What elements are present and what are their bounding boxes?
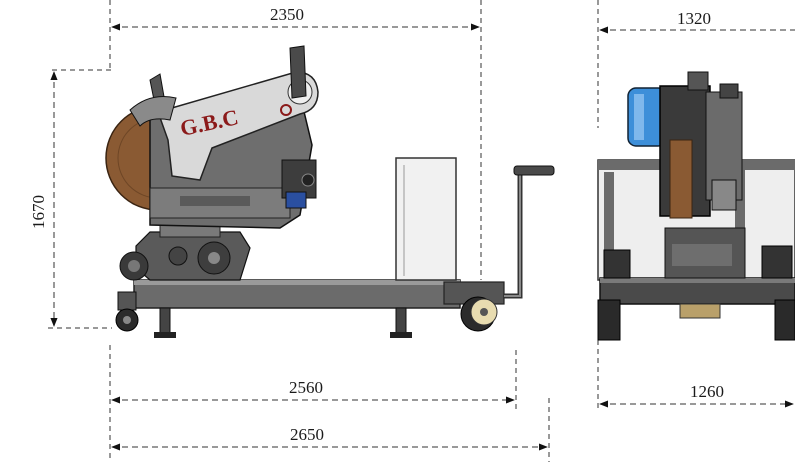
front-caster-right [774,299,795,341]
front-base-highlight [600,278,795,283]
blade-guard [129,96,177,127]
front-top-knob [719,83,739,99]
tow-handle-bar [504,170,523,299]
leveling-foot-pad-right [390,332,412,338]
body-slot [180,196,250,206]
tow-handle-grip [513,165,555,176]
dimension-label-1670: 1670 [29,195,48,229]
rear-wheel-hub [480,308,488,316]
front-view-machine [597,71,795,341]
blue-motor-highlight [634,94,644,140]
leveling-foot-left [159,307,171,335]
front-frame-right-post [735,160,745,280]
lower-gear-assembly [135,231,251,281]
dimension-label-1260: 1260 [690,382,724,401]
dimension-label-2560: 2560 [289,378,323,397]
base-frame-highlight [134,280,460,285]
dimension-label-2350: 2350 [270,5,304,24]
logo-circle-mark [280,104,292,116]
gear-hub-left [128,260,140,272]
leveling-foot-pad-left [154,332,176,338]
caster-hub-left [123,316,131,324]
side-view-machine: G.B.C [105,45,555,338]
dimension-label-1320: 1320 [677,9,711,28]
control-knob [301,173,315,187]
front-top-lever [687,71,709,91]
caster-bracket-left [117,291,137,311]
front-base-center-mount [679,303,721,319]
leveling-foot-right [395,307,407,335]
front-blade-edge [669,139,693,219]
front-gear-left [603,249,631,279]
front-caster-left [597,299,621,341]
gear-wheel-small [168,246,188,266]
front-gearbox-plate [672,244,732,266]
dimension-label-2650: 2650 [290,425,324,444]
control-box-blue-panel [285,191,307,209]
rear-lever [289,45,307,99]
control-cabinet [395,157,457,281]
tow-handle-bar-highlight [504,170,521,297]
front-gear-right [761,245,793,279]
upper-arm-cover [157,71,319,181]
gear-hub-center [208,252,220,264]
front-clamp [711,179,737,211]
front-frame-left-post [604,172,614,277]
dimension-lines [48,0,795,462]
